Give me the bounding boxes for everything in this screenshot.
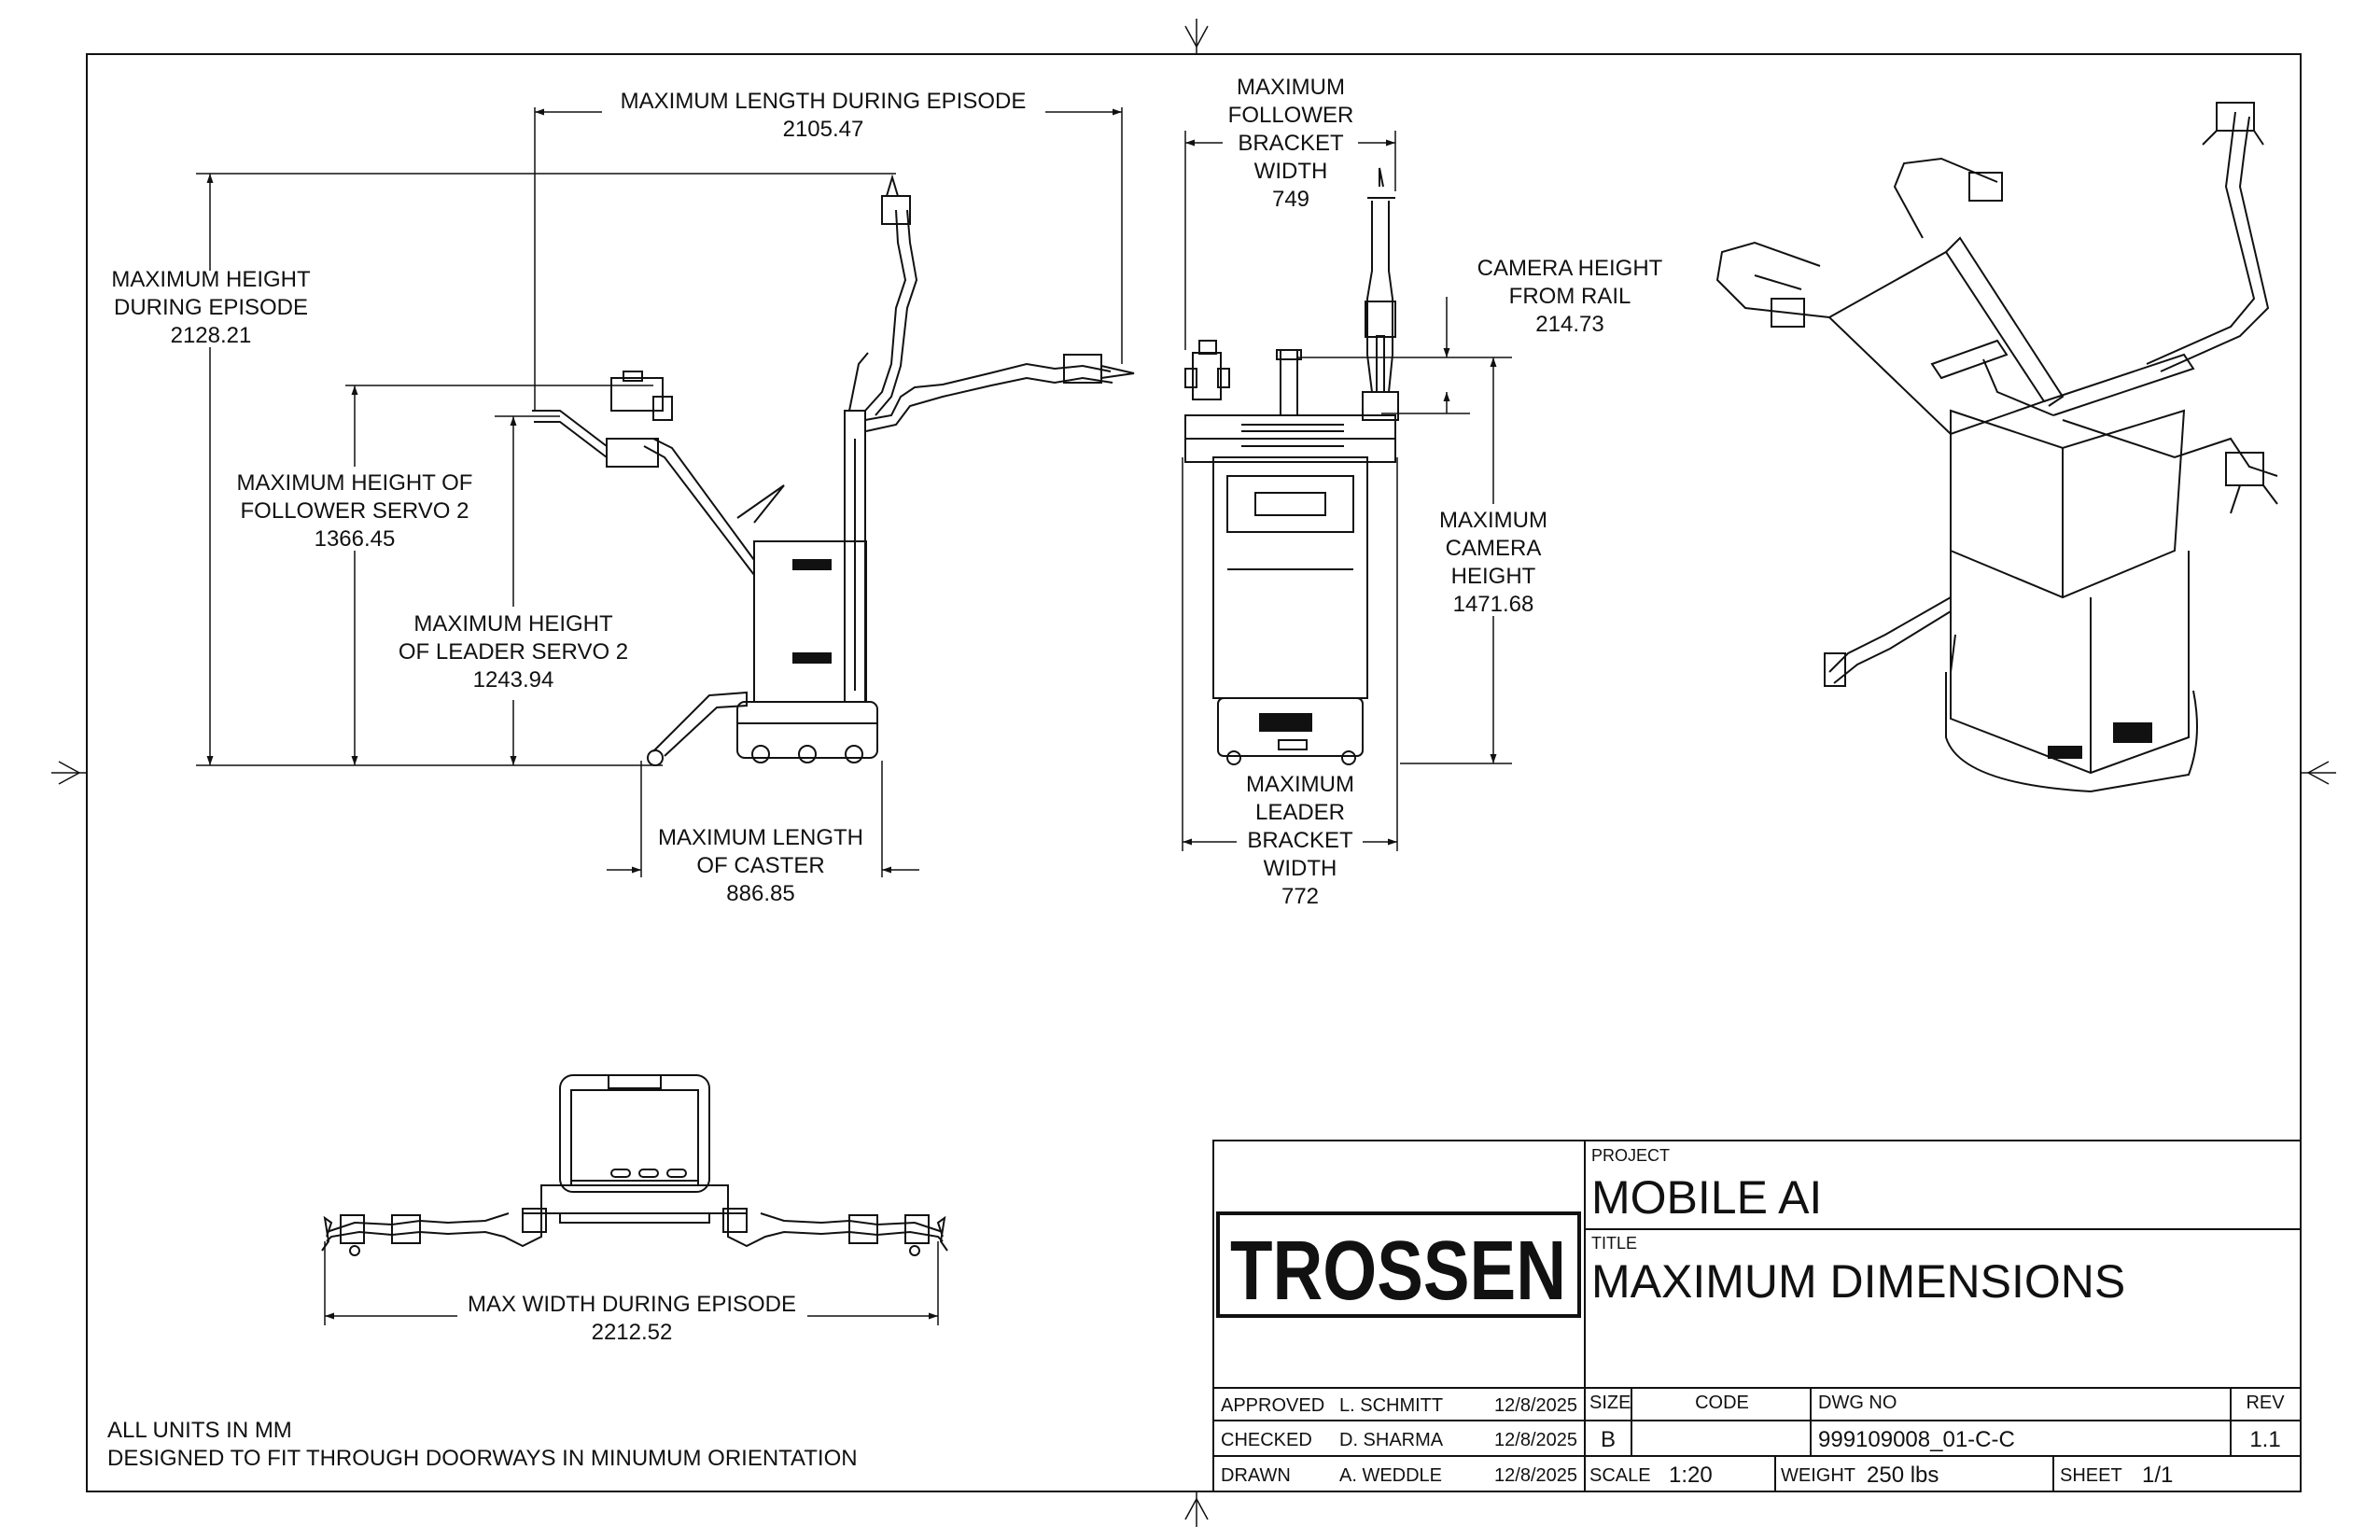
dim-camera-rail-line2: FROM RAIL [1509, 284, 1631, 309]
dim-max-height-leader-line1: MAXIMUM HEIGHT [413, 611, 613, 637]
side-view-robot [532, 174, 1135, 766]
scale-label: SCALE [1589, 1465, 1651, 1486]
rev-value: 1.1 [2249, 1427, 2280, 1452]
dim-leader-bracket-line1: MAXIMUM [1246, 772, 1354, 797]
dim-caster-line2: OF CASTER [696, 853, 824, 878]
approved-date: 12/8/2025 [1494, 1395, 1577, 1416]
project-value: MOBILE AI [1591, 1171, 1822, 1224]
weight-value: 250 lbs [1867, 1463, 1939, 1488]
dim-follower-bracket-value: 749 [1272, 187, 1309, 212]
dim-caster-line1: MAXIMUM LENGTH [658, 825, 863, 850]
dim-follower-bracket-line1: MAXIMUM [1237, 75, 1345, 100]
dim-max-height-follower-line2: FOLLOWER SERVO 2 [241, 498, 469, 524]
dim-leader-bracket-line3: BRACKET [1247, 828, 1353, 853]
dim-max-height-leader-value: 1243.94 [473, 667, 554, 693]
weight-label: WEIGHT [1781, 1465, 1855, 1486]
front-view-robot [1184, 167, 1399, 765]
centering-marks [51, 19, 2336, 1527]
title-label: TITLE [1591, 1234, 1637, 1253]
scale-value: 1:20 [1669, 1463, 1713, 1488]
dim-max-camera-value: 1471.68 [1453, 592, 1534, 617]
dim-caster-value: 886.85 [726, 881, 794, 906]
dim-max-camera-line1: MAXIMUM [1439, 508, 1547, 533]
isometric-view-robot [1715, 102, 2278, 793]
dim-max-camera-line2: CAMERA [1446, 536, 1542, 561]
dim-max-height-episode-value: 2128.21 [171, 323, 252, 348]
dim-max-height-episode-line1: MAXIMUM HEIGHT [111, 267, 311, 292]
dim-max-length-episode-value: 2105.47 [783, 117, 864, 142]
dim-follower-bracket-line2: FOLLOWER [1228, 103, 1354, 128]
size-label: SIZE [1589, 1393, 1631, 1413]
dim-camera-rail-line1: CAMERA HEIGHT [1477, 256, 1663, 281]
drawn-label: DRAWN [1221, 1465, 1291, 1486]
drawn-date: 12/8/2025 [1494, 1465, 1577, 1486]
dim-leader-bracket-line4: WIDTH [1264, 856, 1337, 881]
note-doorways: DESIGNED TO FIT THROUGH DOORWAYS IN MINU… [107, 1446, 858, 1471]
dwg-label: DWG NO [1818, 1393, 1897, 1413]
dim-leader-bracket-line2: LEADER [1255, 800, 1345, 825]
sheet-value: 1/1 [2142, 1463, 2173, 1488]
approved-label: APPROVED [1221, 1395, 1324, 1416]
sheet-label: SHEET [2060, 1465, 2122, 1486]
code-label: CODE [1695, 1393, 1749, 1413]
drawn-name: A. WEDDLE [1339, 1465, 1442, 1486]
dim-max-length-episode-label: MAXIMUM LENGTH DURING EPISODE [621, 89, 1027, 114]
checked-label: CHECKED [1221, 1430, 1312, 1450]
dim-max-height-follower-value: 1366.45 [315, 526, 396, 552]
project-label: PROJECT [1591, 1146, 1670, 1165]
title-block: TROSSEN PROJECT MOBILE AI TITLE MAXIMUM … [1212, 1140, 2302, 1492]
approved-name: L. SCHMITT [1339, 1395, 1443, 1416]
rev-label: REV [2246, 1393, 2285, 1413]
checked-date: 12/8/2025 [1494, 1430, 1577, 1450]
dim-follower-bracket-line4: WIDTH [1254, 159, 1328, 184]
notes: ALL UNITS IN MM DESIGNED TO FIT THROUGH … [107, 1418, 858, 1471]
trossen-logo: TROSSEN [1230, 1225, 1566, 1318]
dim-max-camera-line3: HEIGHT [1451, 564, 1536, 589]
note-units: ALL UNITS IN MM [107, 1418, 292, 1443]
dim-max-width-label: MAX WIDTH DURING EPISODE [468, 1292, 796, 1317]
dwg-value: 999109008_01-C-C [1818, 1427, 2015, 1452]
dim-max-width-value: 2212.52 [592, 1320, 673, 1345]
top-view-robot [321, 1074, 948, 1256]
checked-name: D. SHARMA [1339, 1430, 1444, 1450]
dim-leader-bracket-value: 772 [1281, 884, 1319, 909]
size-value: B [1601, 1427, 1616, 1452]
dim-camera-rail-value: 214.73 [1535, 312, 1603, 337]
dimension-labels: MAXIMUM LENGTH DURING EPISODE 2105.47 MA… [111, 75, 1662, 1345]
dimension-lines [196, 107, 1512, 1325]
dim-max-height-follower-line1: MAXIMUM HEIGHT OF [237, 470, 473, 496]
title-value: MAXIMUM DIMENSIONS [1591, 1255, 2125, 1308]
dim-follower-bracket-line3: BRACKET [1238, 131, 1344, 156]
dim-max-height-leader-line2: OF LEADER SERVO 2 [399, 639, 628, 665]
dim-max-height-episode-line2: DURING EPISODE [114, 295, 308, 320]
